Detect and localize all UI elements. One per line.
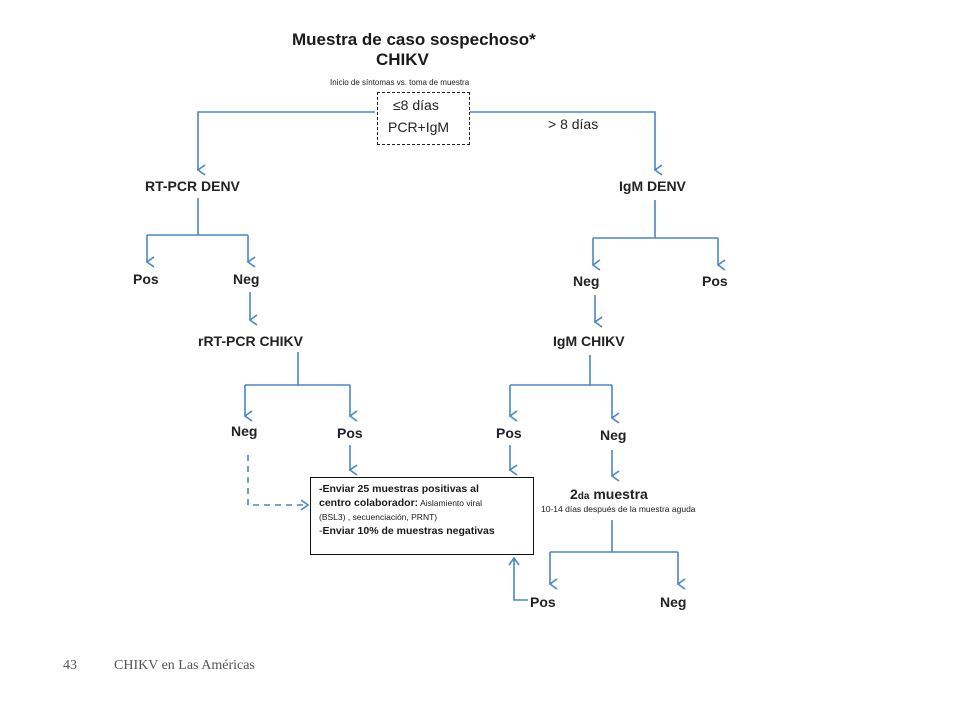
igm-denv-neg: Neg	[573, 273, 600, 289]
dashed-arrow-neg-to-box	[247, 455, 310, 511]
action-box: -Enviar 25 muestras positivas al centro …	[310, 477, 534, 555]
criteria-tests: PCR+IgM	[388, 119, 450, 135]
rrtpcr-chikv-neg: Neg	[231, 423, 258, 439]
second-sample-node: 2da muestra	[570, 486, 648, 502]
second-sample-neg: Neg	[660, 594, 687, 610]
second-sample-pos: Pos	[530, 594, 556, 610]
igm-denv-pos: Pos	[702, 273, 728, 289]
diagram-subtitle: CHIKV	[376, 50, 429, 69]
action-line-2-bold: centro colaborador:	[319, 497, 419, 509]
criteria-days: ≤8 días	[393, 97, 439, 113]
page-number: 43	[63, 658, 77, 673]
action-line-2-rest: Aislamiento viral	[418, 498, 482, 508]
second-sample-prefix: 2	[570, 486, 578, 502]
rrtpcr-chikv-node: rRT-PCR CHIKV	[198, 333, 304, 349]
rrtpcr-chikv-pos: Pos	[337, 425, 363, 441]
igm-chikv-neg: Neg	[600, 427, 627, 443]
timing-note: Inicio de síntomas vs. toma de muestra	[330, 78, 470, 87]
action-line-3: (BSL3) , secuenciación, PRNT)	[319, 512, 438, 522]
second-sample-sub: da	[577, 491, 590, 502]
connector-to-igm-denv	[470, 111, 663, 176]
footer-title: CHIKV en Las Américas	[114, 658, 255, 673]
igm-denv-node: IgM DENV	[619, 178, 686, 194]
rtpcr-denv-node: RT-PCR DENV	[145, 178, 240, 194]
arrow-second-pos-to-box	[508, 556, 528, 601]
rtpcr-denv-neg: Neg	[233, 271, 260, 287]
second-sample-note: 10-14 días después de la muestra aguda	[541, 504, 696, 514]
action-line-4-dash: -	[319, 525, 323, 537]
criteria-box: ≤8 días PCR+IgM	[377, 92, 470, 145]
action-line-4-bold: Enviar 10% de muestras negativas	[322, 525, 495, 537]
action-line-2: centro colaborador: Aislamiento viral	[319, 496, 525, 510]
igm-chikv-node: IgM CHIKV	[553, 333, 625, 349]
connector-to-rtpcr-denv	[196, 111, 375, 176]
diagram-title: Muestra de caso sospechoso*	[292, 30, 536, 49]
igm-chikv-pos: Pos	[496, 425, 522, 441]
action-line-4: -Enviar 10% de muestras negativas	[319, 524, 525, 538]
rtpcr-denv-pos: Pos	[133, 271, 159, 287]
right-branch-label: > 8 días	[548, 116, 599, 132]
action-line-1: -Enviar 25 muestras positivas al	[319, 483, 479, 495]
second-sample-suffix: muestra	[589, 486, 648, 502]
